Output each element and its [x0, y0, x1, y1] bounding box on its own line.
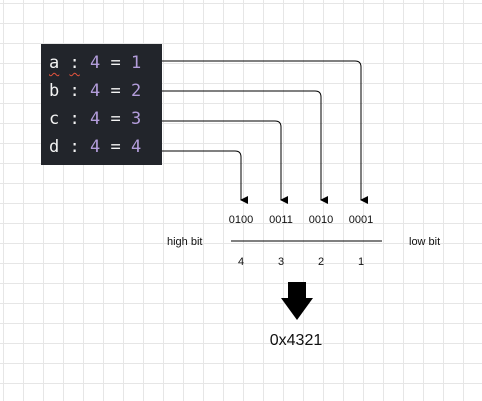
hex-result: 0x4321	[269, 332, 323, 349]
high-bit-label: high bit	[167, 236, 203, 248]
colon: :	[69, 53, 80, 73]
index-label-4: 4	[237, 256, 245, 268]
field-value: 3	[131, 109, 142, 129]
index-label-2: 2	[317, 256, 325, 268]
low-bit-label: low bit	[409, 236, 441, 248]
code-line-c: c : 4 = 3	[49, 106, 141, 132]
bit-group-1: 0001	[348, 214, 374, 226]
colon: :	[69, 109, 80, 129]
bit-group-4: 0100	[228, 214, 254, 226]
bit-width: 4	[90, 53, 101, 73]
code-line-a: a : 4 = 1	[49, 50, 141, 76]
down-arrow-icon	[281, 282, 313, 320]
code-line-b: b : 4 = 2	[49, 78, 141, 104]
bit-width: 4	[90, 109, 101, 129]
equals-sign: =	[110, 109, 121, 129]
bit-width: 4	[90, 137, 101, 157]
equals-sign: =	[110, 53, 121, 73]
bit-width: 4	[90, 81, 101, 101]
field-name: d	[49, 137, 60, 157]
field-value: 1	[131, 53, 142, 73]
equals-sign: =	[110, 81, 121, 101]
field-name: b	[49, 81, 60, 101]
bit-group-3: 0011	[269, 214, 293, 226]
field-value: 2	[131, 81, 142, 101]
connector-a-to-bits-1	[162, 60, 368, 204]
field-name: c	[49, 109, 60, 129]
connector-b-to-bits-2	[162, 90, 328, 204]
index-label-3: 3	[277, 256, 285, 268]
bitfield-code-block: a : 4 = 1 b : 4 = 2 c : 4 = 3 d : 4 = 4	[41, 44, 162, 165]
equals-sign: =	[110, 137, 121, 157]
colon: :	[69, 81, 80, 101]
index-label-1: 1	[357, 256, 365, 268]
connector-d-to-bits-4	[162, 150, 248, 204]
field-name: a	[49, 53, 60, 73]
connector-c-to-bits-3	[162, 120, 288, 204]
code-line-d: d : 4 = 4	[49, 134, 141, 160]
field-value: 4	[131, 137, 142, 157]
colon: :	[69, 137, 80, 157]
bit-group-2: 0010	[308, 214, 334, 226]
